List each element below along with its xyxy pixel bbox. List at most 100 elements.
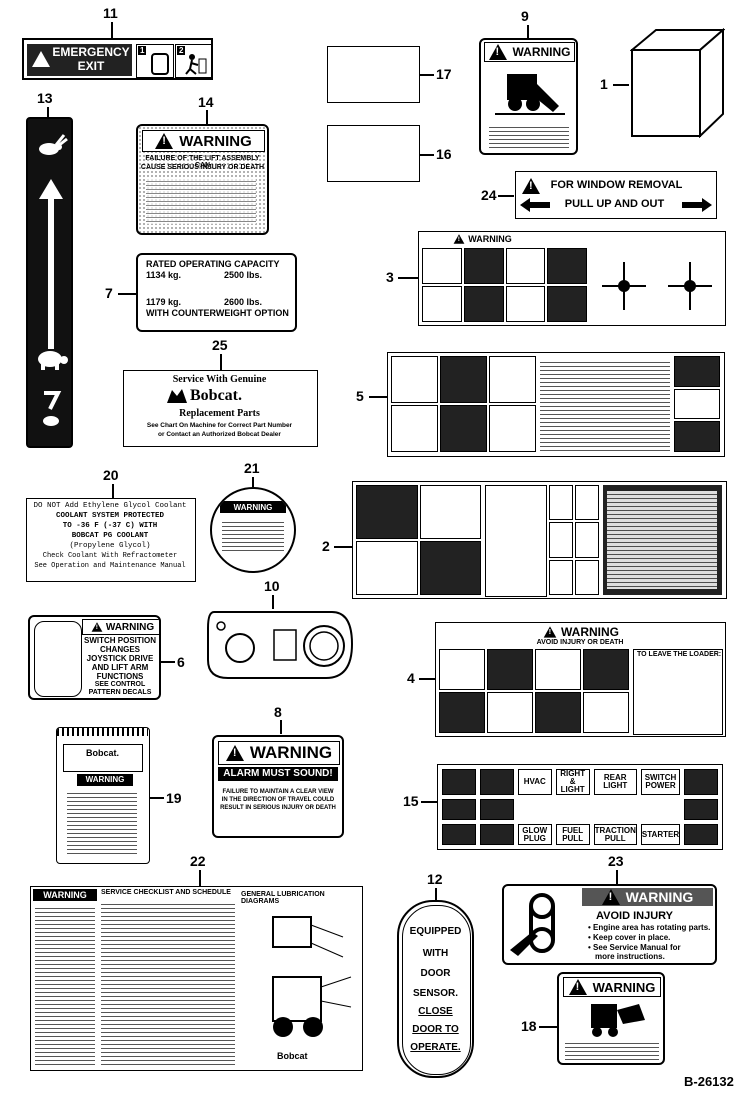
callout-13: 13 [37, 90, 53, 106]
callout-20: 20 [103, 467, 119, 483]
pictogram [575, 485, 599, 521]
decal-15-switch-labels: HVAC RIGHT & LIGHT REAR LIGHT SWITCH POW… [437, 764, 723, 850]
leader-9 [527, 25, 529, 38]
turtle-icon [38, 351, 68, 370]
manual-warning-header: WARNING [77, 774, 133, 786]
pictogram [549, 559, 573, 595]
lift-failure-line2: CAUSE SERIOUS INJURY OR DEATH [140, 164, 265, 171]
callout-3: 3 [386, 269, 394, 285]
emergency-exit-line2: EXIT [77, 59, 105, 73]
door-sensor-line4: SENSOR. [412, 988, 458, 999]
coolant-line6: Check Coolant With Refractometer [42, 552, 178, 560]
manual-cover-title: Bobcat. [63, 744, 143, 772]
pictogram [535, 692, 581, 733]
coolant-line3: TO -36 F (-37 C) WITH [62, 522, 158, 530]
step-2-number: 2 [177, 46, 186, 55]
switch-label-right-light: RIGHT & LIGHT [555, 769, 590, 795]
callout-21: 21 [244, 460, 260, 476]
decal-19-manual: Bobcat. WARNING [56, 727, 150, 864]
leader-14 [206, 110, 208, 124]
warning-header: WARNING [421, 233, 541, 245]
double-arrow-icon [520, 198, 712, 212]
service-checklist-title: SERVICE CHECKLIST AND SCHEDULE [101, 889, 231, 896]
pictogram [419, 541, 481, 595]
decal-22-service-checklist: WARNING SERVICE CHECKLIST AND SCHEDULE G… [30, 886, 363, 1071]
pictogram [505, 248, 546, 284]
decal-24-window-removal: FOR WINDOW REMOVAL PULL UP AND OUT [515, 171, 717, 219]
leader-6 [161, 661, 175, 663]
callout-24: 24 [481, 187, 497, 203]
pictogram [583, 649, 629, 690]
leader-17 [420, 74, 434, 76]
callout-18: 18 [521, 1018, 537, 1034]
avoid-injury-bullet-2: • Keep cover in place. [588, 933, 671, 942]
avoid-injury-bullet-2-text: Keep cover in place. [593, 933, 671, 942]
pictogram [674, 421, 720, 452]
warning-triangle-icon [488, 44, 507, 60]
decal-25-genuine-parts: Service With Genuine Bobcat. Replacement… [123, 370, 318, 447]
switch-label [442, 799, 476, 820]
pictogram [419, 485, 481, 539]
warning-header: WARNING [440, 625, 720, 639]
callout-22: 22 [190, 853, 206, 869]
warning-header-text: WARNING [625, 889, 694, 905]
warning-header: WARNING [33, 889, 97, 901]
bobcat-logo-icon [167, 389, 187, 403]
pictogram [505, 286, 546, 322]
decal-16-blank [327, 125, 420, 182]
pictogram [485, 485, 547, 597]
avoid-injury-bullet-1-text: Engine area has rotating parts. [593, 923, 711, 932]
leader-21 [252, 477, 254, 487]
warning-triangle-icon [543, 626, 557, 638]
callout-5: 5 [356, 388, 364, 404]
door-sensor-line1: EQUIPPED [409, 926, 462, 937]
door-sensor-line2: WITH [422, 948, 449, 959]
decal-8-alarm-warning: WARNING ALARM MUST SOUND! FAILURE TO MAI… [212, 735, 344, 838]
callout-15: 15 [403, 793, 419, 809]
pictogram [674, 356, 720, 387]
warning-header-text: WARNING [561, 625, 619, 639]
manual-text-block [67, 790, 137, 856]
warning-header: WARNING [563, 977, 661, 997]
capacity-kg-1: 1134 kg. [146, 270, 182, 280]
instruction-panel [603, 485, 722, 595]
callout-12: 12 [427, 871, 443, 887]
counterweight-option: WITH COUNTERWEIGHT OPTION [146, 308, 289, 318]
callout-16: 16 [436, 146, 452, 162]
leader-10 [272, 595, 274, 609]
leader-18 [539, 1026, 557, 1028]
decal-23-avoid-injury: WARNING AVOID INJURY • Engine area has r… [502, 884, 717, 965]
pictogram [422, 286, 462, 322]
window-removal-line1: FOR WINDOW REMOVAL [550, 179, 683, 191]
leader-2 [334, 546, 352, 548]
leader-19 [150, 797, 164, 799]
box-icon [630, 28, 725, 138]
window-removal-line2: PULL UP AND OUT [564, 198, 665, 210]
decal-17-blank [327, 46, 420, 103]
warning-triangle-icon [155, 133, 174, 149]
warning-header: WARNING [484, 42, 575, 62]
manual-brand: Bobcat. [86, 748, 120, 758]
hand-lever-icon [151, 53, 169, 75]
decal-9-warning: WARNING [479, 38, 578, 155]
switch-label [479, 799, 514, 820]
loader-bucket-icon [591, 1004, 645, 1037]
avoid-injury-bullet-3: • See Service Manual for [588, 943, 681, 952]
callout-1: 1 [600, 76, 608, 92]
lift-failure-line1: FAILURE OF THE LIFT ASSEMBLY CAN [145, 155, 260, 169]
exit-step-1-panel: 1 [136, 44, 174, 78]
pictogram [575, 522, 599, 558]
callout-25: 25 [212, 337, 228, 353]
callout-2: 2 [322, 538, 330, 554]
pictogram [489, 405, 536, 452]
door-sensor-line6: DOOR TO [412, 1024, 459, 1035]
pictogram [440, 356, 487, 403]
leave-loader-title: TO LEAVE THE LOADER: [637, 651, 722, 658]
callout-4: 4 [407, 670, 415, 686]
switch-label-grid: HVAC RIGHT & LIGHT REAR LIGHT SWITCH POW… [442, 769, 718, 845]
decal-10-switch-panel [207, 611, 353, 679]
rotating-belt-hand-icon [510, 893, 555, 956]
instruction-text-block [607, 491, 717, 589]
switch-label-switch-power: SWITCH POWER [640, 769, 681, 795]
avoid-injury-bullet-4: more instructions. [595, 952, 665, 961]
